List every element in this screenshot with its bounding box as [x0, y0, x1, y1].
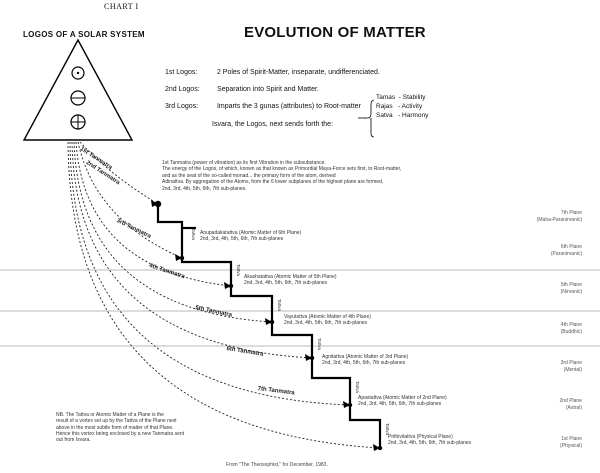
vortex-label-3: Tattva [317, 338, 322, 351]
plane-1: 1st Plane(Physical) [560, 436, 582, 449]
source-footer: From "The Theosophist," for December, 19… [226, 462, 328, 468]
plane-dividers [0, 269, 600, 347]
logos-3-label: 3rd Logos: [165, 103, 199, 110]
plane-4: 4th Plane(Buddhic) [560, 322, 582, 335]
vortex-label-2: Tattva [355, 381, 360, 394]
vortex-label-1: Tattva [385, 423, 390, 436]
plane-6: 6th Plane(Paranirvanic) [550, 244, 582, 257]
first-tanmatra-desc: 1st Tanmatra (power of vibration) as its… [162, 160, 402, 192]
guna-tamas: Tamas - Stability [376, 94, 426, 101]
isvara-text: Isvara, the Logos, next sends forth the: [212, 121, 334, 128]
vortex-staircase [156, 204, 382, 448]
plane-5: 5th Plane(Nirvanic) [560, 282, 582, 295]
gunas-brace [364, 99, 375, 138]
guna-satva: Satva - Harmony [376, 112, 429, 119]
tattva-desc-1: Prithivitattva (Physical Plane)2nd, 3rd,… [388, 434, 472, 447]
plane-7: 7th Plane(Maha-Paranirvanic) [536, 210, 582, 223]
chart-number: CHART I [104, 2, 139, 11]
main-title: EVOLUTION OF MATTER [244, 24, 426, 41]
plane-2: 2nd Plane(Astral) [559, 398, 582, 411]
tattva-desc-2: Apastattva (Atomic Matter of 2nd Plane)2… [358, 395, 447, 408]
first-logos-circle [71, 66, 85, 80]
logos-1-text: 2 Poles of Spirit-Matter, inseparate, un… [216, 69, 380, 76]
arrow-heads [151, 200, 380, 451]
logos-title: LOGOS OF A SOLAR SYSTEM [23, 30, 145, 39]
tattva-desc-6: Anupadakatattva (Atomic Matter of 6th Pl… [200, 230, 302, 243]
vortex-label-4: Tattva [277, 299, 282, 312]
plane-3: 3rd Plane(Mental) [560, 360, 582, 373]
nb-note: NB. The Tattva or Atomic Matter of a Pla… [56, 412, 185, 444]
logos-triangle [22, 38, 134, 141]
vortex-nodes [154, 200, 383, 451]
tanmatra-rays [67, 141, 381, 449]
logos-1-row: 1st Logos: 2 Poles of Spirit-Matter, ins… [165, 69, 380, 76]
tattva-desc-3: Agnitattva (Atomic Matter of 3rd Plane)2… [322, 354, 409, 367]
vortex-label-6: Tattva [191, 228, 196, 241]
guna-rajas: Rajas - Activity [376, 103, 423, 110]
tattva-desc-5: Akashatattva (Atomic Matter of 5th Plane… [244, 274, 337, 287]
tattva-desc-4: Vayutattva (Atomic Matter of 4th Plane)2… [284, 314, 371, 327]
logos-1-label: 1st Logos: [165, 69, 198, 76]
logos-3-text: Imparts the 3 gunas (attributes) to Root… [216, 103, 361, 110]
logos-2-text: Separation into Spirit and Matter. [216, 86, 319, 93]
vortex-label-5: Tattva [236, 264, 241, 277]
logos-2-label: 2nd Logos: [165, 86, 200, 93]
logos-2-row: 2nd Logos: Separation into Spirit and Ma… [165, 86, 319, 93]
logos-3-row: 3rd Logos: Imparts the 3 gunas (attribut… [165, 103, 361, 110]
